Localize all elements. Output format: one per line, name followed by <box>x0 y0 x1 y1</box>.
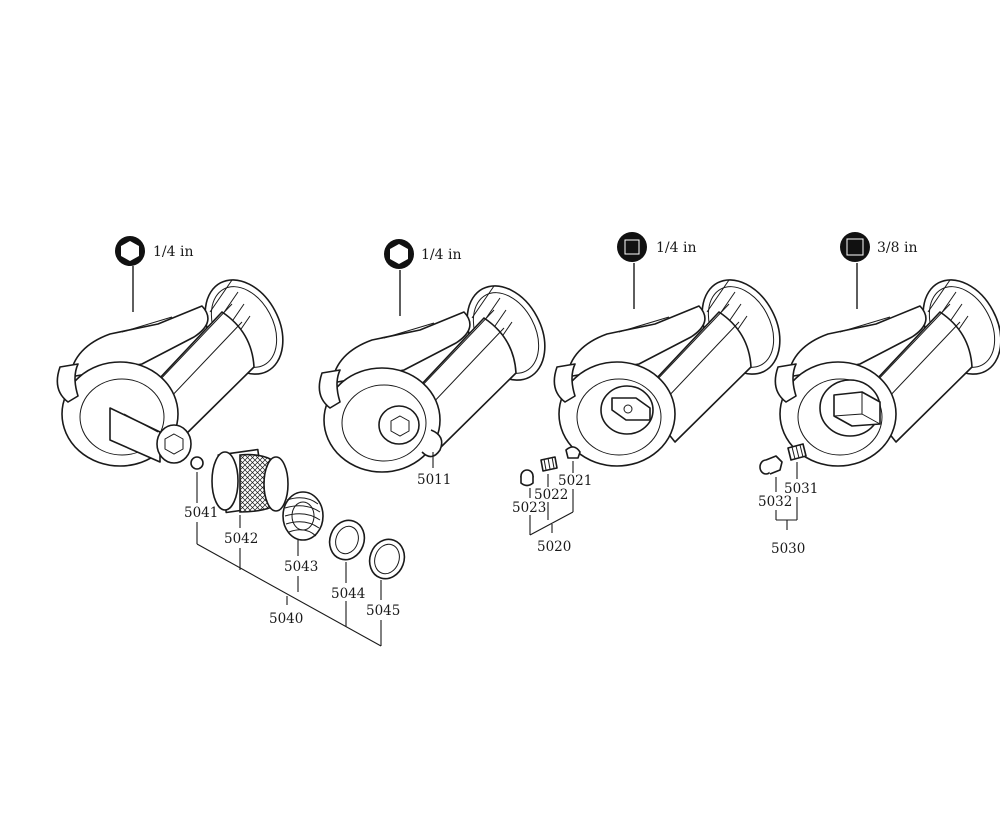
drive-size-label: 1/4 in <box>153 244 193 260</box>
leader-lines-5030 <box>775 462 798 530</box>
assembly-1: 1/4 in <box>56 236 406 647</box>
assembly-2: 1/4 in 5011 <box>318 239 562 488</box>
ball-5041 <box>190 456 204 470</box>
knurled-sleeve-5042 <box>211 448 289 514</box>
leader-lines-5040 <box>196 472 382 647</box>
part-number-5021: 5021 <box>558 473 592 489</box>
spring-5022 <box>540 456 558 472</box>
hex-output-shaft <box>109 407 192 464</box>
part-number-5042: 5042 <box>224 531 258 547</box>
assembly-4: 3/8 in 5031 5032 5030 <box>758 232 1000 557</box>
drive-size-label: 1/4 in <box>656 240 696 256</box>
ball-5021 <box>565 446 581 459</box>
part-number-5040: 5040 <box>269 611 303 627</box>
square-drive-output <box>819 379 881 437</box>
square-drive-icon <box>840 232 870 262</box>
pin-5032 <box>759 455 783 475</box>
square-drive-output <box>600 385 654 435</box>
washer-5044 <box>328 519 366 561</box>
part-number-5032: 5032 <box>758 494 792 510</box>
hex-drive-icon <box>115 236 145 266</box>
drive-size-label: 1/4 in <box>421 247 461 263</box>
spring-5043 <box>282 491 324 541</box>
part-number-5041: 5041 <box>184 505 218 521</box>
angle-head-housing <box>553 265 797 467</box>
part-number-5011: 5011 <box>417 472 451 488</box>
part-number-5023: 5023 <box>512 500 546 516</box>
angle-head-housing <box>774 265 1000 467</box>
drive-size-label: 3/8 in <box>877 240 917 256</box>
part-number-5020: 5020 <box>537 539 571 555</box>
hex-socket-output <box>378 405 420 445</box>
spring-5031 <box>787 443 807 461</box>
circlip-5011 <box>421 429 443 458</box>
pin-5023 <box>520 469 534 487</box>
assembly-3: 1/4 in 5021 <box>512 232 797 555</box>
square-drive-icon <box>617 232 647 262</box>
leader-lines-5020 <box>529 461 574 536</box>
part-number-5031: 5031 <box>784 481 818 497</box>
part-number-5030: 5030 <box>771 541 805 557</box>
retaining-ring-5045 <box>368 538 406 580</box>
part-number-5045: 5045 <box>366 603 400 619</box>
part-number-5044: 5044 <box>331 586 365 602</box>
hex-drive-icon <box>384 239 414 269</box>
part-number-5043: 5043 <box>284 559 318 575</box>
part-number-5022: 5022 <box>534 487 568 503</box>
